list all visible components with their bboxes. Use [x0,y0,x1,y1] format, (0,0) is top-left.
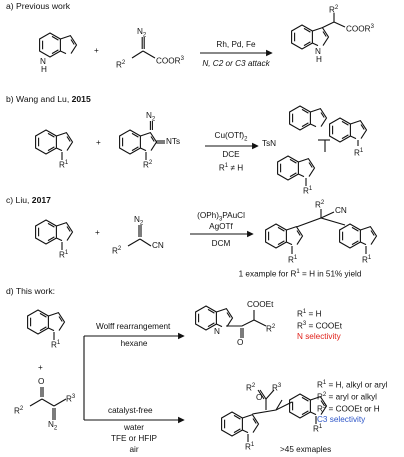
product-a-h-atom: H [316,55,322,64]
condition-c-top: (OPh)3PAuCl [197,211,245,223]
diazo-b-r2: R2 [143,160,153,170]
product-c-r1-left: R1 [288,255,298,265]
section-d-label: d) This work: [6,286,56,296]
indole-b-reactant [35,129,74,160]
diazo-d-r2: R2 [14,406,24,416]
diazo-b-nts: NTs [166,137,181,146]
lower-product-r2: R2 [246,383,256,393]
plus-c: + [95,228,100,237]
upper-product-r2: R2 [266,324,276,334]
product-c-r1-right: R1 [362,255,372,265]
branch-lines-d [83,332,185,424]
plus-d: + [38,363,43,372]
note-c: 1 example for R1 = H in 51% yield [238,269,362,279]
outcome-a: N, C2 or C3 attack [202,59,270,68]
diazo-ketone-d [29,387,67,420]
diazo-c-cn: CN [152,241,164,250]
product-a-r2: R2 [329,5,339,15]
indole-d-reactant [27,309,66,340]
lower-r1-line: R1 = H, alkyl or aryl [317,380,388,390]
upper-condition-d: Wolff rearrangement [96,322,171,331]
section-b-label: b) Wang and Lu, 2015 [6,94,91,104]
diazo-c-n2: N2 [134,215,144,227]
diazo-nitrile-c [127,225,152,247]
upper-solvent-d: hexane [120,339,148,348]
upper-r3-line: R3 = COOEt [297,321,342,331]
diazo-a-n2: N2 [137,27,147,39]
indole-a-reactant [39,32,78,58]
product-c-cn: CN [335,206,347,215]
condition-b-mid: DCE [222,150,240,159]
lower-condition-2: water [123,423,145,432]
product-a-nh-atom: N [315,47,321,56]
section-c-label: c) Liu, 2017 [6,195,51,205]
condition-c-mid: AgOTf [209,222,233,231]
diazo-c-r2: R2 [112,246,122,256]
indole-c-r1: R1 [59,250,69,260]
diazo-d-o: O [38,377,45,386]
lower-condition-3: TFE or HFIP [111,434,157,443]
lower-condition-1: catalyst-free [108,406,153,415]
upper-r1-line: R1 = H [297,309,322,319]
indole-c-reactant [35,219,74,250]
condition-b-top: Cu(OTf)2 [214,131,248,143]
upper-product-n: N [214,327,220,336]
lower-product-r3: R3 [272,383,282,393]
n-substituted-product-d [195,305,267,338]
indole-d-r1: R1 [51,340,61,350]
indole-a-product [291,13,346,50]
examples-count: >45 exmaples [280,445,332,454]
diazo-b-n2: N2 [146,111,156,123]
diazo-ester-a [131,37,156,59]
product-b-r1-right: R1 [354,148,364,158]
lower-condition-4: air [129,445,139,454]
bis-indole-product-c [265,209,378,254]
diazo-a-ester: COOR3 [156,56,184,66]
condition-b-bottom: R1 ≠ H [218,163,244,173]
upper-product-cooet: COOEt [247,300,274,309]
lower-product-o: O [256,393,263,402]
conditions-a: Rh, Pd, Fe [216,40,256,49]
diazo-d-r3: R3 [66,394,76,404]
indole-a-nh-atom: N [40,57,46,66]
product-b-r1-left: R1 [303,186,313,196]
product-c-r2: R2 [315,200,325,210]
bis-indole-product-b [277,105,368,186]
condition-c-bottom: DCM [211,239,231,248]
indole-b-r1: R1 [59,160,69,170]
diazo-oxindole-b [119,121,165,160]
c3-product-d [221,389,328,442]
lower-r3-line: R3 = COOEt or H [317,404,380,414]
section-a-label: a) Previous work [6,1,70,11]
diazo-a-r2: R2 [116,60,126,70]
diazo-d-n2: N2 [48,420,58,432]
plus-b: + [96,138,101,147]
indole-a-h-atom: H [41,65,47,74]
c3-selectivity-label: C3 selectivity [317,415,366,424]
lower-r2-line: R2 = aryl or alkyl [317,392,377,402]
lower-product-r1-left: R1 [245,442,255,452]
lower-product-r1-right: R1 [313,424,323,434]
plus-a: + [94,46,99,55]
product-a-ester: COOR3 [346,24,374,34]
n-selectivity-label: N selectivity [297,332,341,341]
upper-product-o: O [237,338,244,347]
product-b-tsn: TsN [262,139,277,148]
